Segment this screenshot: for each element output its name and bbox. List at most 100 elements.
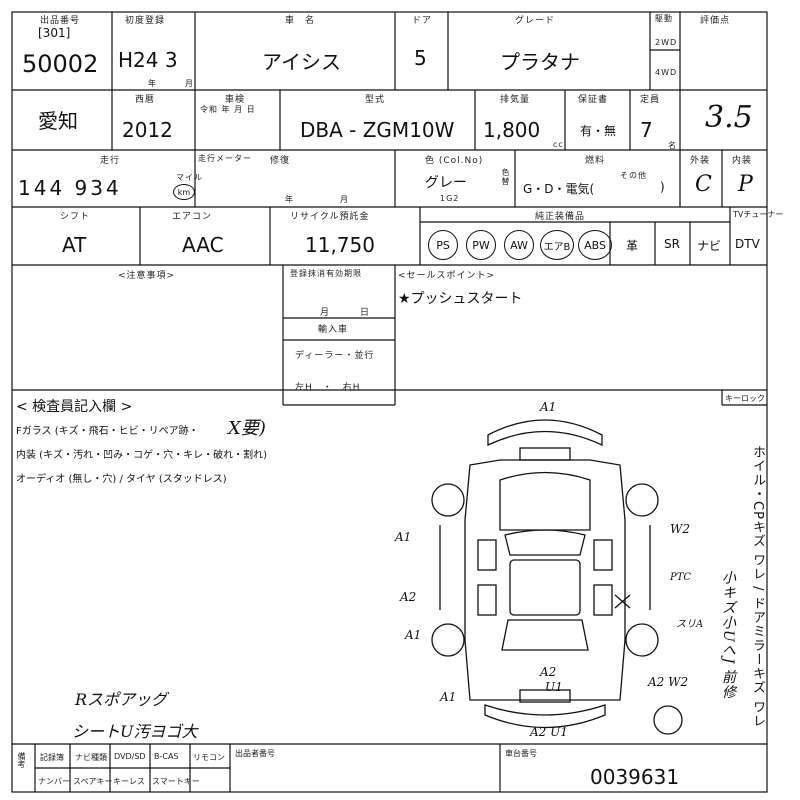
inspector-line3: オーディオ (無し・穴) / タイヤ (スタッドレス) — [16, 474, 227, 485]
recycle-value: 11,750 — [305, 233, 375, 257]
inspection-label: 車検 — [225, 95, 246, 105]
interior-label: 内装 — [732, 156, 753, 166]
score-value: 3.5 — [705, 100, 753, 135]
model-name-label: 車 名 — [285, 16, 316, 26]
footer-col2-4: スマートキー — [152, 777, 200, 786]
footer-car-no-label: 車台番号 — [505, 749, 537, 758]
capacity-unit: 名 — [668, 141, 677, 150]
import-label: 輸入車 — [318, 325, 349, 335]
mark-rear-u1: U1 — [545, 680, 563, 694]
warranty-value: 有・無 — [580, 124, 617, 138]
mark-right-front: W2 — [670, 522, 690, 536]
caution-label: <注意事項> — [118, 271, 176, 281]
capacity-label: 定員 — [640, 95, 661, 105]
displacement-value: 1,800 — [483, 118, 541, 142]
mark-rear-right: A2 W2 — [648, 675, 689, 689]
mileage-value: 144 934 — [18, 176, 122, 200]
fuel-label: 燃料 — [585, 156, 606, 166]
equip-airbag: エアB — [540, 230, 574, 260]
region: 愛知 — [38, 109, 78, 133]
equipment-label: 純正装備品 — [535, 212, 586, 222]
exterior-value: C — [695, 172, 712, 197]
ac-label: エアコン — [172, 212, 213, 222]
dealer-label: ディーラー・並行 — [295, 351, 375, 361]
footer-col-1: 記録簿 — [40, 753, 64, 762]
reg-month-day: 月 日 — [320, 308, 371, 318]
footer-col-5: リモコン — [193, 753, 225, 762]
color-change-label: 色替 — [501, 168, 510, 186]
exterior-label: 外装 — [690, 156, 711, 166]
repair-year-unit: 年 — [285, 195, 294, 204]
lot-number: 50002 — [22, 50, 99, 78]
mileage-meter-label: 走行メーター — [198, 154, 252, 163]
doors-label: ドア — [412, 16, 433, 26]
handle-label: 左H ・ 右H — [295, 383, 361, 393]
footer-tel-label: 出品者番号 — [235, 749, 275, 758]
hand-seat-note: シートU汚ヨゴ大 — [72, 722, 198, 741]
equip-leather: 革 — [626, 239, 639, 253]
cc-unit: cc — [553, 140, 564, 149]
model-code-label: 型式 — [365, 95, 386, 105]
mark-front: A1 — [540, 400, 557, 414]
year-label: 西暦 — [135, 95, 156, 105]
car-number: 0039631 — [590, 765, 680, 789]
mark-left-rear: A1 — [405, 628, 422, 642]
sales-point: ★プッシュスタート — [398, 291, 523, 307]
repair-label: 修復 — [270, 156, 291, 166]
interior-value: P — [738, 172, 753, 197]
repair-month-unit: 月 — [340, 195, 349, 204]
month-unit: 月 — [185, 79, 194, 88]
year-unit: 年 — [148, 79, 157, 88]
inspector-line1-mark: X要) — [228, 418, 266, 439]
mile-unit: マイル — [176, 173, 203, 182]
equip-navi: ナビ — [697, 239, 722, 253]
footer-col2-1: ナンバー — [38, 777, 70, 786]
grade-label: グレード — [515, 16, 556, 26]
key-lock-label: キーロック — [725, 394, 765, 403]
mark-right-slide: スリA — [676, 619, 704, 630]
lot-label: 出品番号 — [40, 16, 81, 26]
hand-airbag-note: Rスポアッグ — [75, 690, 168, 709]
footer-col2-3: キーレス — [113, 777, 145, 786]
registration-label: 登録抹消有効期限 — [290, 269, 362, 278]
footer-side-label: 備考 — [17, 752, 26, 768]
first-reg-label: 初度登録 — [125, 16, 166, 26]
inspector-line1: Fガラス (キズ・飛石・ヒビ・リペア跡・ — [16, 426, 199, 437]
footer-col-3: DVD/SD — [114, 752, 146, 761]
recycle-label: リサイクル預託金 — [290, 212, 370, 222]
mark-right-ptc: PTC — [670, 572, 692, 583]
fuel-value: G・D・電気( — [523, 182, 595, 196]
equip-pw: PW — [466, 230, 496, 260]
inspector-title: < 検査員記入欄 > — [16, 399, 133, 415]
equip-dtv: DTV — [735, 237, 760, 251]
color-value: グレー — [425, 175, 467, 191]
capacity-value: 7 — [640, 118, 653, 142]
drive-label: 駆動 — [655, 14, 673, 23]
mark-left-door: A2 — [400, 590, 417, 604]
fuel-close: ) — [660, 180, 665, 194]
shift-value: AT — [62, 233, 87, 257]
sales-label: <セールスポイント> — [398, 271, 496, 281]
grade-value: プラタナ — [500, 50, 580, 74]
footer-col2-2: スペアキー — [73, 777, 113, 786]
vertical-note-hand: 小キズ小UへJ 前修 — [720, 570, 736, 700]
equip-aw: AW — [504, 230, 534, 260]
equip-sr: SR — [664, 237, 680, 251]
footer-col-4: B-CAS — [154, 752, 179, 761]
lot-bracket: [301] — [38, 26, 71, 40]
year-value: 2012 — [122, 118, 173, 142]
ac-value: AAC — [182, 233, 224, 257]
doors-value: 5 — [414, 46, 427, 70]
color-code: 1G2 — [440, 194, 460, 203]
displacement-label: 排気量 — [500, 95, 531, 105]
mark-rear-bumper: A2 U1 — [530, 725, 568, 739]
equip-abs: ABS — [578, 230, 612, 260]
mileage-label: 走行 — [100, 156, 121, 166]
inspection-sub: 令和 年 月 日 — [200, 105, 256, 114]
first-reg-value: H24 3 — [118, 48, 178, 72]
km-unit: km — [173, 184, 195, 200]
mark-left-front: A1 — [395, 530, 412, 544]
vertical-note: ホイル・CPキズ ワレ / ドアミラーキズ ワレ — [750, 445, 765, 728]
color-label: 色 (Col.No) — [425, 156, 484, 166]
